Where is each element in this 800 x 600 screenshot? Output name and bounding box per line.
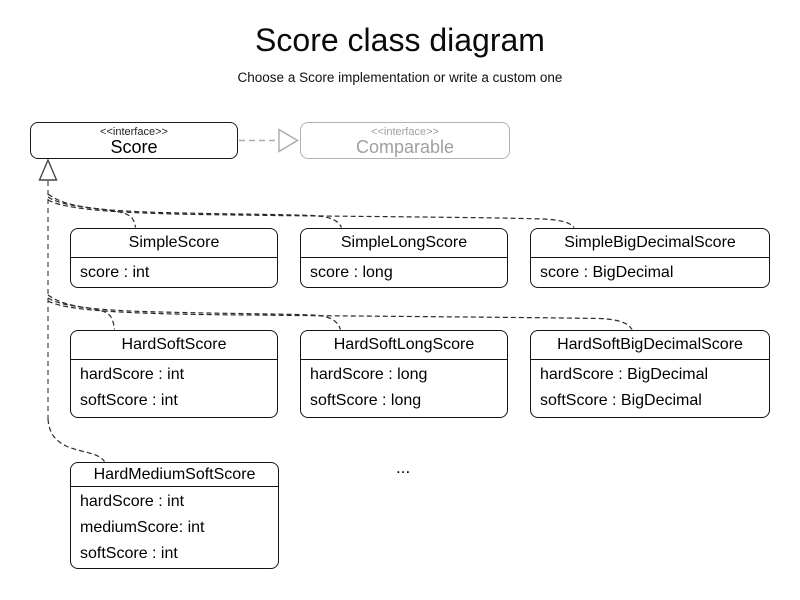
- class-attribute: softScore : int: [80, 392, 178, 409]
- more-implementations-ellipsis: ...: [396, 458, 411, 477]
- class-hardmediumsoftscore: HardMediumSoftScore hardScore : int medi…: [70, 462, 279, 569]
- class-name: HardSoftBigDecimalScore: [531, 331, 769, 360]
- class-name: SimpleLongScore: [301, 229, 507, 258]
- connector-hardsoftlongscore: [47, 297, 342, 330]
- connector-simplescore: [47, 193, 137, 228]
- class-name: SimpleScore: [71, 229, 277, 258]
- comparable-stereotype-label: <<interface>>: [371, 126, 439, 138]
- class-attribute: score : long: [310, 264, 393, 281]
- class-attribute: hardScore : int: [80, 366, 185, 383]
- class-simplebigdecimalscore: SimpleBigDecimalScore score : BigDecimal: [530, 228, 770, 288]
- class-attribute: mediumScore: int: [80, 519, 205, 536]
- score-interface-name: Score: [110, 137, 158, 157]
- score-stereotype-label: <<interface>>: [100, 126, 168, 138]
- class-attribute: softScore : BigDecimal: [540, 392, 702, 409]
- class-attribute: hardScore : int: [80, 493, 185, 510]
- class-attribute: score : BigDecimal: [540, 264, 674, 281]
- comparable-interface-name: Comparable: [355, 137, 455, 157]
- connector-hardsoftbigdecimalscore: [47, 300, 633, 330]
- class-attribute: score : int: [80, 264, 150, 281]
- class-attribute: hardScore : BigDecimal: [540, 366, 709, 383]
- class-simplescore: SimpleScore score : int: [70, 228, 278, 288]
- class-name: HardMediumSoftScore: [71, 463, 278, 487]
- diagram-subtitle: Choose a Score implementation or write a…: [237, 70, 563, 85]
- connector-hardmediumsoftscore: [47, 418, 105, 462]
- class-attribute: softScore : int: [80, 545, 178, 562]
- class-attribute: softScore : long: [310, 392, 422, 409]
- interface-comparable: <<interface>> Comparable: [300, 122, 510, 159]
- class-name: HardSoftLongScore: [301, 331, 507, 360]
- class-name: HardSoftScore: [71, 331, 277, 360]
- class-hardsoftbigdecimalscore: HardSoftBigDecimalScore hardScore : BigD…: [530, 330, 770, 418]
- connector-simplebigdecimalscore: [47, 199, 575, 228]
- class-hardsoftlongscore: HardSoftLongScore hardScore : long softS…: [300, 330, 508, 418]
- class-hardsoftscore: HardSoftScore hardScore : int softScore …: [70, 330, 278, 418]
- realization-arrowhead-right-icon: [278, 128, 299, 153]
- realization-arrowhead-up-icon: [38, 158, 58, 181]
- diagram-title: Score class diagram: [255, 22, 545, 58]
- interface-score: <<interface>> Score: [30, 122, 238, 159]
- class-attribute: hardScore : long: [310, 366, 428, 383]
- class-name: SimpleBigDecimalScore: [531, 229, 769, 258]
- connector-hardsoftscore: [47, 294, 116, 330]
- connector-simplelongscore: [47, 196, 343, 228]
- class-simplelongscore: SimpleLongScore score : long: [300, 228, 508, 288]
